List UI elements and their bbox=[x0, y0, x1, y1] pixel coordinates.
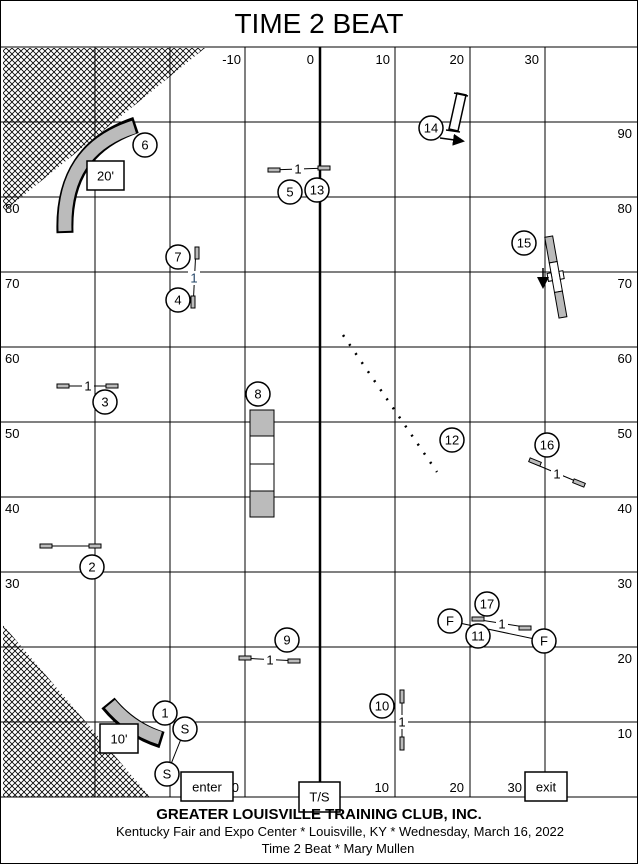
jump-4-7: 1 bbox=[188, 246, 200, 309]
right-label: 50 bbox=[618, 426, 632, 441]
right-label: 90 bbox=[618, 126, 632, 141]
obstacle-number: 3 bbox=[101, 395, 108, 410]
top-label: 0 bbox=[307, 52, 314, 67]
venue-info: Kentucky Fair and Expo Center * Louisvil… bbox=[116, 824, 564, 839]
left-label: 60 bbox=[5, 351, 19, 366]
restricted-area-bottom bbox=[3, 625, 150, 797]
exit-marker: exit bbox=[536, 780, 557, 795]
obstacle-number: 4 bbox=[174, 293, 181, 308]
right-label: 30 bbox=[618, 576, 632, 591]
course-title: TIME 2 BEAT bbox=[234, 8, 403, 39]
jump-9: 1 bbox=[238, 653, 301, 668]
jump-3: 1 bbox=[56, 379, 119, 394]
obstacle-number: 12 bbox=[445, 433, 459, 448]
right-label: 80 bbox=[618, 201, 632, 216]
left-label: 70 bbox=[5, 276, 19, 291]
axis-labels: -10 0 10 20 30 0 10 20 30 80 70 60 50 40… bbox=[5, 52, 632, 795]
timer-marker: T/S bbox=[309, 790, 330, 805]
top-label: 10 bbox=[376, 52, 390, 67]
jump-height: 1 bbox=[84, 379, 91, 394]
top-label: -10 bbox=[222, 52, 241, 67]
obstacle-number: 1 bbox=[161, 706, 168, 721]
jump-height: 1 bbox=[190, 271, 197, 286]
jump-height: 1 bbox=[398, 715, 405, 730]
obstacle-numbers: 1 2 3 4 5 6 7 8 9 10 11 12 13 14 15 16 1… bbox=[79, 115, 560, 787]
start-marker: S bbox=[163, 767, 172, 782]
class-info: Time 2 Beat * Mary Mullen bbox=[262, 841, 415, 856]
bottom-label: 10 bbox=[375, 780, 389, 795]
left-label: 80 bbox=[5, 201, 19, 216]
obstacle-number: 14 bbox=[424, 121, 438, 136]
aframe-8 bbox=[249, 409, 275, 518]
dogwalk-15 bbox=[537, 235, 568, 319]
finish-marker: F bbox=[446, 614, 454, 629]
enter-marker: enter bbox=[192, 780, 222, 795]
tunnel-10ft: 10' bbox=[99, 697, 165, 754]
enter-marker-box bbox=[180, 771, 234, 802]
jump-11-17: 1 bbox=[471, 616, 532, 632]
top-label: 20 bbox=[450, 52, 464, 67]
obstacle-number: 16 bbox=[540, 438, 554, 453]
direction-arrow-icon bbox=[439, 133, 465, 146]
obstacle-number: 7 bbox=[174, 250, 181, 265]
left-label: 40 bbox=[5, 501, 19, 516]
bottom-label: 0 bbox=[232, 780, 239, 795]
obstacle-number: 13 bbox=[310, 183, 324, 198]
jump-2 bbox=[39, 543, 102, 549]
obstacle-number: 8 bbox=[254, 387, 261, 402]
panel-jump-14 bbox=[439, 92, 469, 146]
obstacle-number: 10 bbox=[375, 699, 389, 714]
obstacle-number: 15 bbox=[517, 236, 531, 251]
obstacle-number: 17 bbox=[480, 597, 494, 612]
timer-marker-box bbox=[298, 781, 341, 813]
bottom-label: 30 bbox=[508, 780, 522, 795]
restricted-area-top bbox=[3, 48, 205, 212]
jump-10: 1 bbox=[396, 689, 408, 751]
jump-height: 1 bbox=[266, 653, 273, 668]
finish-marker: F bbox=[540, 634, 548, 649]
obstacle-number: 11 bbox=[471, 629, 485, 644]
right-label: 10 bbox=[618, 726, 632, 741]
right-label: 60 bbox=[618, 351, 632, 366]
jump-height: 1 bbox=[498, 617, 505, 632]
finish-line bbox=[449, 620, 545, 642]
tunnel-length: 10' bbox=[111, 732, 128, 747]
jump-16: 1 bbox=[528, 457, 586, 488]
jump-height: 1 bbox=[294, 162, 301, 177]
jump-5-13: 1 bbox=[267, 162, 331, 177]
left-label: 50 bbox=[5, 426, 19, 441]
start-marker: S bbox=[181, 722, 190, 737]
left-label: 30 bbox=[5, 576, 19, 591]
obstacle-number: 9 bbox=[283, 633, 290, 648]
jump-height: 1 bbox=[553, 467, 560, 482]
tunnel-20ft: 20' bbox=[56, 116, 139, 234]
bottom-label: 20 bbox=[450, 780, 464, 795]
obstacle-number: 6 bbox=[141, 138, 148, 153]
right-label: 40 bbox=[618, 501, 632, 516]
right-label: 70 bbox=[618, 276, 632, 291]
exit-marker-box bbox=[524, 771, 568, 802]
top-label: 30 bbox=[525, 52, 539, 67]
obstacle-number: 2 bbox=[88, 560, 95, 575]
club-name: GREATER LOUISVILLE TRAINING CLUB, INC. bbox=[156, 806, 482, 823]
obstacle-number: 5 bbox=[286, 185, 293, 200]
right-label: 20 bbox=[618, 651, 632, 666]
tunnel-length: 20' bbox=[97, 169, 114, 184]
